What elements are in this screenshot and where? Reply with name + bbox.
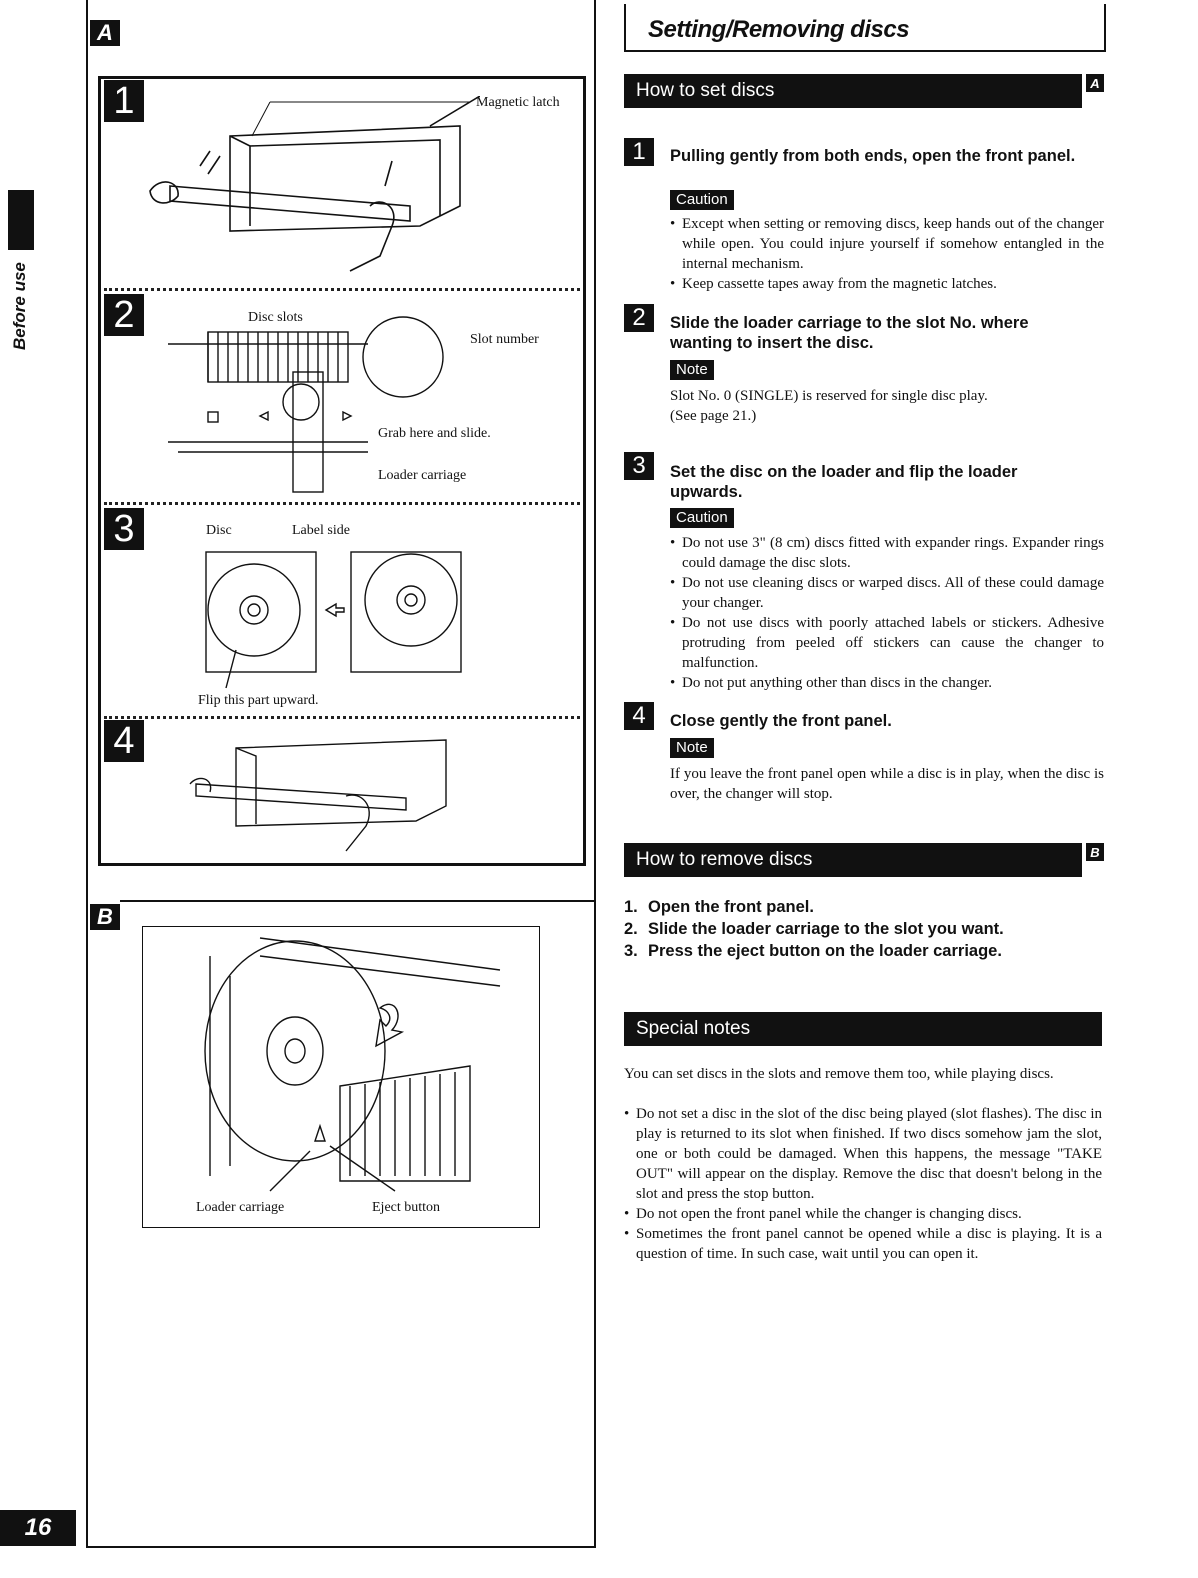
figure-step-1-badge: 1 <box>104 80 144 122</box>
title-frame <box>624 4 1106 52</box>
disc-set-on-loader-illustration <box>205 551 462 689</box>
step-3-number: 3 <box>624 452 654 480</box>
section-heading-remove: How to remove discs <box>624 843 1082 877</box>
left-column-rule <box>86 0 88 1548</box>
changer-close-panel-illustration <box>189 739 447 852</box>
label-flip-part: Flip this part upward. <box>198 693 319 708</box>
bottom-rule <box>86 1546 596 1548</box>
figure-step-4-badge: 4 <box>104 720 144 762</box>
step-1-number: 1 <box>624 138 654 166</box>
section-tag-a: A <box>1086 74 1104 92</box>
list-item: Do not set a disc in the slot of the dis… <box>624 1104 1102 1204</box>
step-4-title: Close gently the front panel. <box>670 712 892 730</box>
list-item: Keep cassette tapes away from the magnet… <box>670 274 1104 294</box>
special-notes-list: Do not set a disc in the slot of the dis… <box>624 1104 1102 1264</box>
step-4-note-tag: Note <box>670 738 714 758</box>
list-item: Sometimes the front panel cannot be open… <box>624 1224 1102 1264</box>
label-grab-here: Grab here and slide. <box>378 426 491 441</box>
center-column-rule <box>594 0 596 1548</box>
figure-b-label: B <box>90 904 120 930</box>
sidebar-marker <box>8 190 34 250</box>
section-heading-set: How to set discs <box>624 74 1082 108</box>
remove-steps-list: 1.Open the front panel. 2.Slide the load… <box>624 896 1004 962</box>
step-divider <box>104 502 580 505</box>
section-heading-special: Special notes <box>624 1012 1102 1046</box>
label-disc: Disc <box>206 523 232 538</box>
step-4-note-text: If you leave the front panel open while … <box>670 766 1104 802</box>
list-item: Do not use 3" (8 cm) discs fitted with e… <box>670 533 1104 573</box>
step-1-title: Pulling gently from both ends, open the … <box>670 147 1076 165</box>
label-loader-carriage-b: Loader carriage <box>196 1200 285 1215</box>
list-item: 1.Open the front panel. <box>624 898 814 916</box>
list-item: 3.Press the eject button on the loader c… <box>624 942 1002 960</box>
step-divider <box>104 288 580 291</box>
figure-step-3-badge: 3 <box>104 508 144 550</box>
list-item: Except when setting or removing discs, k… <box>670 214 1104 274</box>
sidebar-section-label: Before use <box>10 262 29 350</box>
figure-a-label: A <box>90 20 120 46</box>
loader-carriage-slide-illustration <box>168 316 444 493</box>
figure-b-frame <box>142 926 540 1228</box>
list-item: Do not put anything other than discs in … <box>670 673 1104 693</box>
list-item: 2.Slide the loader carriage to the slot … <box>624 920 1004 938</box>
list-item: Do not open the front panel while the ch… <box>624 1204 1102 1224</box>
page-number: 16 <box>0 1510 76 1546</box>
label-slot-number: Slot number <box>470 332 539 347</box>
label-label-side: Label side <box>292 523 350 538</box>
step-3-caution-list: Do not use 3" (8 cm) discs fitted with e… <box>670 533 1104 693</box>
step-2-note-ref: (See page 21.) <box>670 408 757 424</box>
page-title: Setting/Removing discs <box>648 16 910 43</box>
section-tag-b: B <box>1086 843 1104 861</box>
step-3-caution-tag: Caution <box>670 508 734 528</box>
eject-disc-illustration <box>204 937 501 1192</box>
step-2-note-tag: Note <box>670 360 714 380</box>
step-3-title: Set the disc on the loader and flip the … <box>670 463 1018 501</box>
step-2-note-text: Slot No. 0 (SINGLE) is reserved for sing… <box>670 388 988 404</box>
step-4-number: 4 <box>624 702 654 730</box>
list-item: Do not use cleaning discs or warped disc… <box>670 573 1104 613</box>
label-loader-carriage: Loader carriage <box>378 468 467 483</box>
label-disc-slots: Disc slots <box>248 310 303 325</box>
list-item: Do not use discs with poorly attached la… <box>670 613 1104 673</box>
figure-a-frame <box>98 76 586 866</box>
step-2-title: Slide the loader carriage to the slot No… <box>670 314 1029 352</box>
special-notes-intro: You can set discs in the slots and remov… <box>624 1066 1054 1082</box>
changer-open-panel-illustration <box>149 96 480 272</box>
step-2-number: 2 <box>624 304 654 332</box>
step-1-caution-list: Except when setting or removing discs, k… <box>670 214 1104 294</box>
label-magnetic-latch: Magnetic latch <box>476 95 560 110</box>
figure-b-rule <box>120 900 596 902</box>
label-eject-button: Eject button <box>372 1200 441 1215</box>
figure-step-2-badge: 2 <box>104 294 144 336</box>
step-divider <box>104 716 580 719</box>
step-1-caution-tag: Caution <box>670 190 734 210</box>
